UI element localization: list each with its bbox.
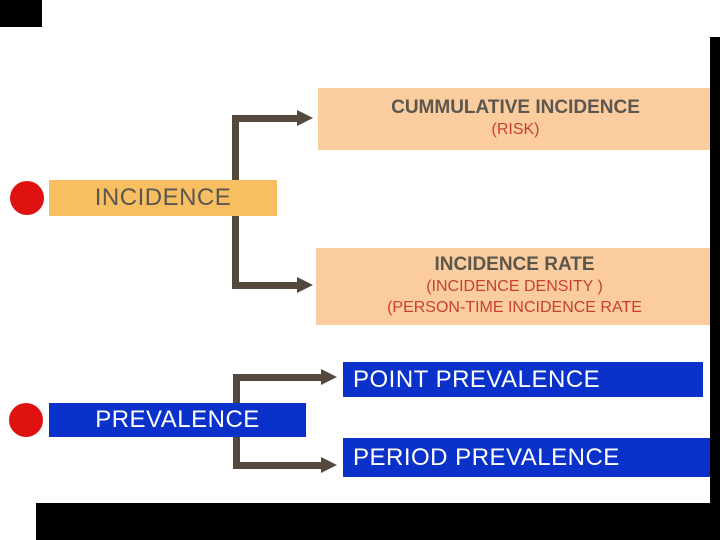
cumulative-incidence-title: CUMMULATIVE INCIDENCE [391, 97, 640, 118]
slide-shadow-right-strip [710, 37, 720, 540]
incidence-rate-box: INCIDENCE RATE (INCIDENCE DENSITY ) (PER… [316, 248, 713, 325]
prevalence-label: PREVALENCE [95, 406, 260, 433]
period-prevalence-box: PERIOD PREVALENCE [343, 438, 720, 477]
cumulative-incidence-subtitle: (RISK) [491, 121, 540, 138]
prevalence-red-bullet-icon [9, 403, 43, 437]
cumulative-incidence-box: CUMMULATIVE INCIDENCE (RISK) [318, 88, 713, 150]
incidence-red-bullet-icon [10, 181, 44, 215]
point-prevalence-box: POINT PREVALENCE [343, 362, 703, 397]
incidence-box: INCIDENCE [49, 180, 277, 216]
prevalence-box: PREVALENCE [49, 403, 306, 437]
incidence-connector-bottom [232, 282, 298, 289]
incidence-rate-subtitle-2: (PERSON-TIME INCIDENCE RATE [387, 299, 642, 316]
incidence-top-arrow-icon [297, 110, 313, 126]
incidence-bottom-arrow-icon [297, 277, 313, 293]
incidence-label: INCIDENCE [94, 184, 232, 211]
prevalence-bottom-arrow-icon [321, 457, 337, 473]
period-prevalence-label: PERIOD PREVALENCE [353, 444, 620, 471]
prevalence-connector-bottom [233, 462, 322, 469]
point-prevalence-label: POINT PREVALENCE [353, 366, 601, 393]
slide-corner-black-rect [0, 0, 42, 27]
incidence-rate-title: INCIDENCE RATE [434, 254, 595, 275]
incidence-connector-top [232, 115, 298, 122]
prevalence-top-arrow-icon [321, 369, 337, 385]
incidence-rate-subtitle-1: (INCIDENCE DENSITY ) [426, 278, 603, 295]
slide-shadow-bottom-strip [36, 503, 720, 540]
prevalence-connector-top [233, 374, 322, 381]
